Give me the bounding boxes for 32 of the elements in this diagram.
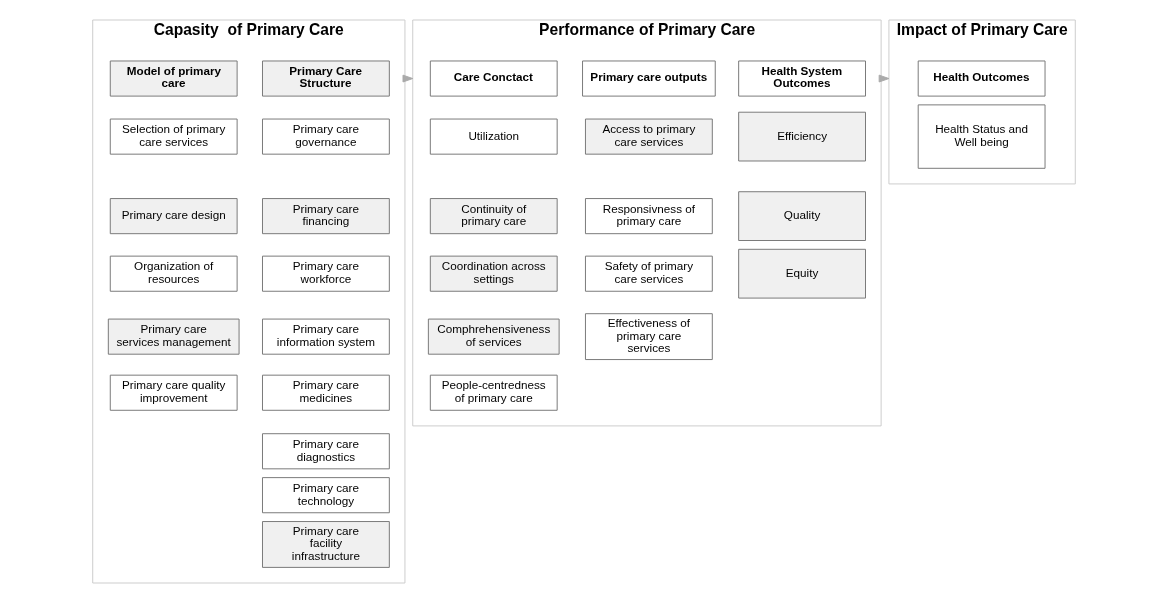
node-box: Continuity of primary care <box>429 198 558 235</box>
node-box: Primary care services management <box>107 318 240 355</box>
node-box: Quality <box>737 191 866 241</box>
node-box: Efficiency <box>737 111 866 162</box>
node-box: Access to primary care services <box>584 118 713 155</box>
node-box: Equity <box>737 248 866 299</box>
node-box: Health Outcomes <box>917 60 1046 97</box>
node-box: Organization of resources <box>109 255 238 292</box>
node-box: Primary care governance <box>261 118 390 155</box>
node-box: Model of primary care <box>109 60 238 97</box>
node-box: Selection of primary care services <box>109 118 238 155</box>
node-box: Primary care medicines <box>261 374 390 411</box>
node-box: Safety of primary care services <box>584 255 713 292</box>
node-box: Primary care technology <box>261 477 390 514</box>
node-box: Primary care quality improvement <box>109 374 238 411</box>
node-box: Primary care facility infrastructure <box>261 521 390 568</box>
node-box: Responsivness of primary care <box>584 198 713 235</box>
node-box: Care Conctact <box>429 60 558 97</box>
node-box: Comphrehensiveness of services <box>427 318 560 355</box>
node-box: Coordination across settings <box>429 255 558 292</box>
node-box: People-centredness of primary care <box>429 374 558 411</box>
node-box: Primary care financing <box>261 198 390 235</box>
node-box: Primary care outputs <box>581 60 716 97</box>
node-box: Primary care diagnostics <box>261 433 390 470</box>
node-box: Utilization <box>429 118 558 155</box>
node-box: Health System Outcomes <box>737 60 866 97</box>
node-box: Health Status and Well being <box>917 104 1046 169</box>
node-box: Primary care workforce <box>261 255 390 292</box>
node-box: Primary care information system <box>261 318 390 355</box>
node-box: Primary Care Structure <box>261 60 390 97</box>
node-box: Effectiveness of primary care services <box>584 313 713 361</box>
node-box: Primary care design <box>109 198 238 235</box>
